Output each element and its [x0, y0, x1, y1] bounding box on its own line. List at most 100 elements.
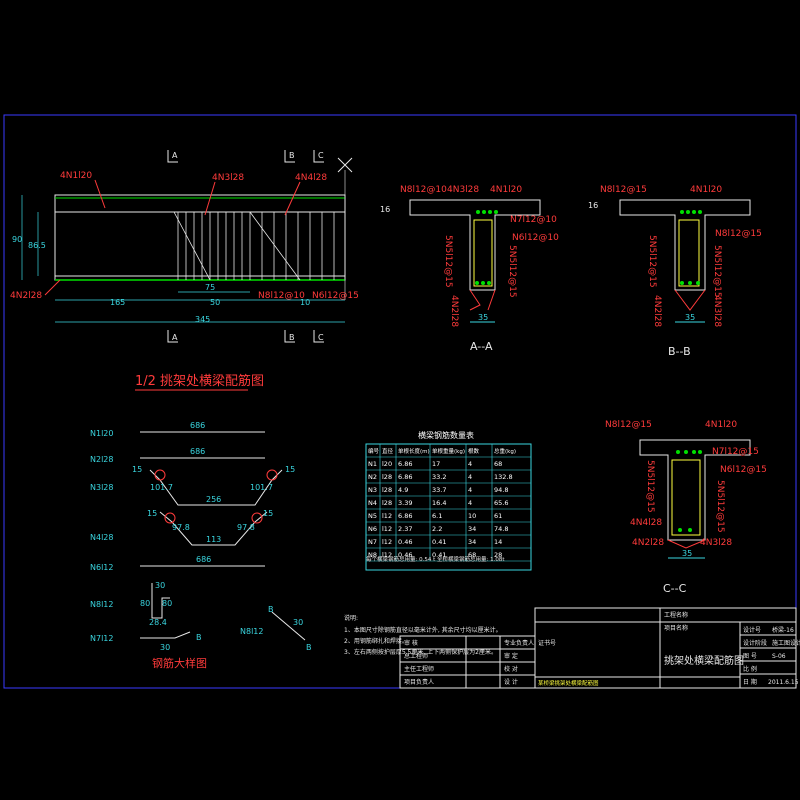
- table-cell: l12: [382, 538, 392, 546]
- table-header-cell: 根数: [468, 447, 480, 455]
- tb-drawing-title: 挑架处横梁配筋图: [664, 654, 744, 667]
- rebar-detail: N1l20 686 N2l28 686 N3l28 15 15 101.7 10…: [90, 421, 312, 670]
- tb-left-1: 审 核: [404, 639, 418, 647]
- detail-n8-a: 30: [155, 581, 165, 590]
- table-cell: 0.46: [398, 551, 412, 559]
- marker-a-top: A: [172, 151, 178, 160]
- table-cell: 6.86: [398, 512, 412, 520]
- table-cell: l28: [382, 473, 392, 481]
- detail-n8b-b2: B: [306, 643, 312, 652]
- notes-line-2: 2、用钢筋绑扎和焊接。: [344, 637, 408, 645]
- table-cell: 4: [468, 473, 472, 481]
- elev-label-n2: 4N2l28: [10, 291, 42, 301]
- table-cell: 132.8: [494, 473, 513, 481]
- sec-b-label-6: 4N2l28: [652, 295, 662, 327]
- sec-b-label-1: N8l12@15: [600, 185, 647, 195]
- table-cell: 4.9: [398, 486, 408, 494]
- table-header-cell: 编号: [368, 447, 380, 455]
- section-a: N8l12@10 4N3l28 4N1l20 N7l12@10 N6l12@10…: [380, 185, 559, 353]
- sec-c-label-3: N7l12@15: [712, 447, 759, 457]
- sec-b-label-4: 5N5l12@15: [647, 235, 657, 288]
- detail-n3-slope-r: 101.7: [250, 483, 273, 492]
- table-cell: 33.7: [432, 486, 446, 494]
- sec-b-caption: B--B: [668, 345, 691, 358]
- table-cell: 16.4: [432, 499, 446, 507]
- table-cell: l12: [382, 551, 392, 559]
- table-cell: 17: [432, 460, 440, 468]
- half-elevation-title: 1/2 挑架处横梁配筋图: [135, 373, 264, 389]
- detail-n3-hook-r: 15: [285, 465, 295, 474]
- section-b: N8l12@15 4N1l20 N8l12@15 5N5l12@15 5N5l1…: [588, 185, 762, 358]
- tb-left-2: 总工程师: [404, 652, 428, 660]
- marker-c-top: C: [318, 151, 324, 160]
- section-c: N8l12@15 4N1l20 N7l12@15 N6l12@15 5N5l12…: [605, 420, 767, 595]
- marker-a-bot: A: [172, 333, 178, 342]
- table-cell: 34: [468, 538, 476, 546]
- table-header-cell: 总重(kg): [494, 447, 516, 455]
- table-cell: 4: [468, 460, 472, 468]
- table-cell: 0.46: [398, 538, 412, 546]
- dim-total: 345: [195, 315, 210, 324]
- detail-n6-name: N6l12: [90, 563, 113, 572]
- sec-b-label-2: 4N1l20: [690, 185, 722, 195]
- marker-b-top: B: [289, 151, 295, 160]
- table-cell: 3.39: [398, 499, 412, 507]
- notes: 说明: 1、本图尺寸除钢筋直径以毫米计外, 其余尺寸均以厘米计。 2、用钢筋绑扎…: [344, 614, 502, 656]
- table-cell: N3: [368, 486, 377, 494]
- elev-label-n8: N8l12@10: [258, 291, 305, 301]
- table-cell: 94.8: [494, 486, 508, 494]
- marker-c-bot: C: [318, 333, 324, 342]
- sec-a-label-4: N7l12@10: [510, 215, 557, 225]
- title-block: 工程名称 项目名称 挑架处横梁配筋图 某桥梁挑架处横梁配筋图 证书号 审 核 总…: [399, 607, 800, 689]
- detail-n8-b: 80: [140, 599, 150, 608]
- sec-a-width: 35: [478, 313, 488, 322]
- table-cell: N8: [368, 551, 377, 559]
- sec-c-label-1: N8l12@15: [605, 420, 652, 430]
- sec-b-width: 35: [685, 313, 695, 322]
- dim-height-total: 90: [12, 235, 22, 244]
- sec-c-label-8: 4N2l28: [632, 538, 664, 548]
- elev-label-n6: N6l12@15: [312, 291, 359, 301]
- table-title: 横梁钢筋数量表: [418, 430, 474, 440]
- tb-r1-label: 设计阶段: [743, 639, 767, 647]
- table-header-cell: 单根长度(m): [398, 447, 430, 455]
- detail-n8-c: 80: [162, 599, 172, 608]
- table-cell: l12: [382, 512, 392, 520]
- table-cell: N1: [368, 460, 377, 468]
- sec-a-label-1: N8l12@10: [400, 185, 447, 195]
- tb-r3-label: 比 例: [743, 665, 757, 673]
- table-cell: 4: [468, 486, 472, 494]
- sec-c-width: 35: [682, 549, 692, 558]
- sec-a-label-8: 4N2l28: [449, 295, 459, 327]
- table-cell: 34: [468, 525, 476, 533]
- tb-left-0: 证书号: [538, 639, 556, 647]
- detail-n1-len: 686: [190, 421, 205, 430]
- table-cell: N2: [368, 473, 377, 481]
- detail-n4-slope-r: 97.8: [237, 523, 255, 532]
- detail-n3-bottom: 256: [206, 495, 221, 504]
- sec-b-slab: 16: [588, 201, 598, 210]
- table-cell: 6.86: [398, 473, 412, 481]
- sec-c-label-4: N6l12@15: [720, 465, 767, 475]
- marker-b-bot: B: [289, 333, 295, 342]
- tb-item-label: 项目名称: [664, 624, 688, 632]
- table-cell: l28: [382, 486, 392, 494]
- table-footer: 每个横梁钢筋总用量: 0.54 t 全桥横梁钢筋总用量: 1.08t: [366, 555, 505, 563]
- sec-b-label-3: N8l12@15: [715, 229, 762, 239]
- dim-seg2: 75: [205, 283, 215, 292]
- elev-label-n1: 4N1l20: [60, 171, 92, 181]
- tb-r4-label: 日 期: [743, 678, 757, 686]
- tb-mid-3: 设 计: [504, 678, 518, 686]
- sec-c-label-2: 4N1l20: [705, 420, 737, 430]
- tb-r0-label: 设计号: [743, 626, 761, 634]
- elevation-view: A B C A B C 4N1l20 4N3l28 4N4l28 4N2l28 …: [10, 150, 359, 343]
- detail-n8b-b1: B: [268, 605, 274, 614]
- detail-n3-hook: 15: [132, 465, 142, 474]
- table-cell: 6.1: [432, 512, 442, 520]
- tb-r4-value: 2011.6.15: [768, 679, 799, 686]
- sec-c-label-9: 4N3l28: [700, 538, 732, 548]
- sec-a-label-2: 4N3l28: [447, 185, 479, 195]
- detail-n4-hook: 15: [147, 509, 157, 518]
- dim-seg1: 165: [110, 298, 125, 307]
- table-cell: N5: [368, 512, 377, 520]
